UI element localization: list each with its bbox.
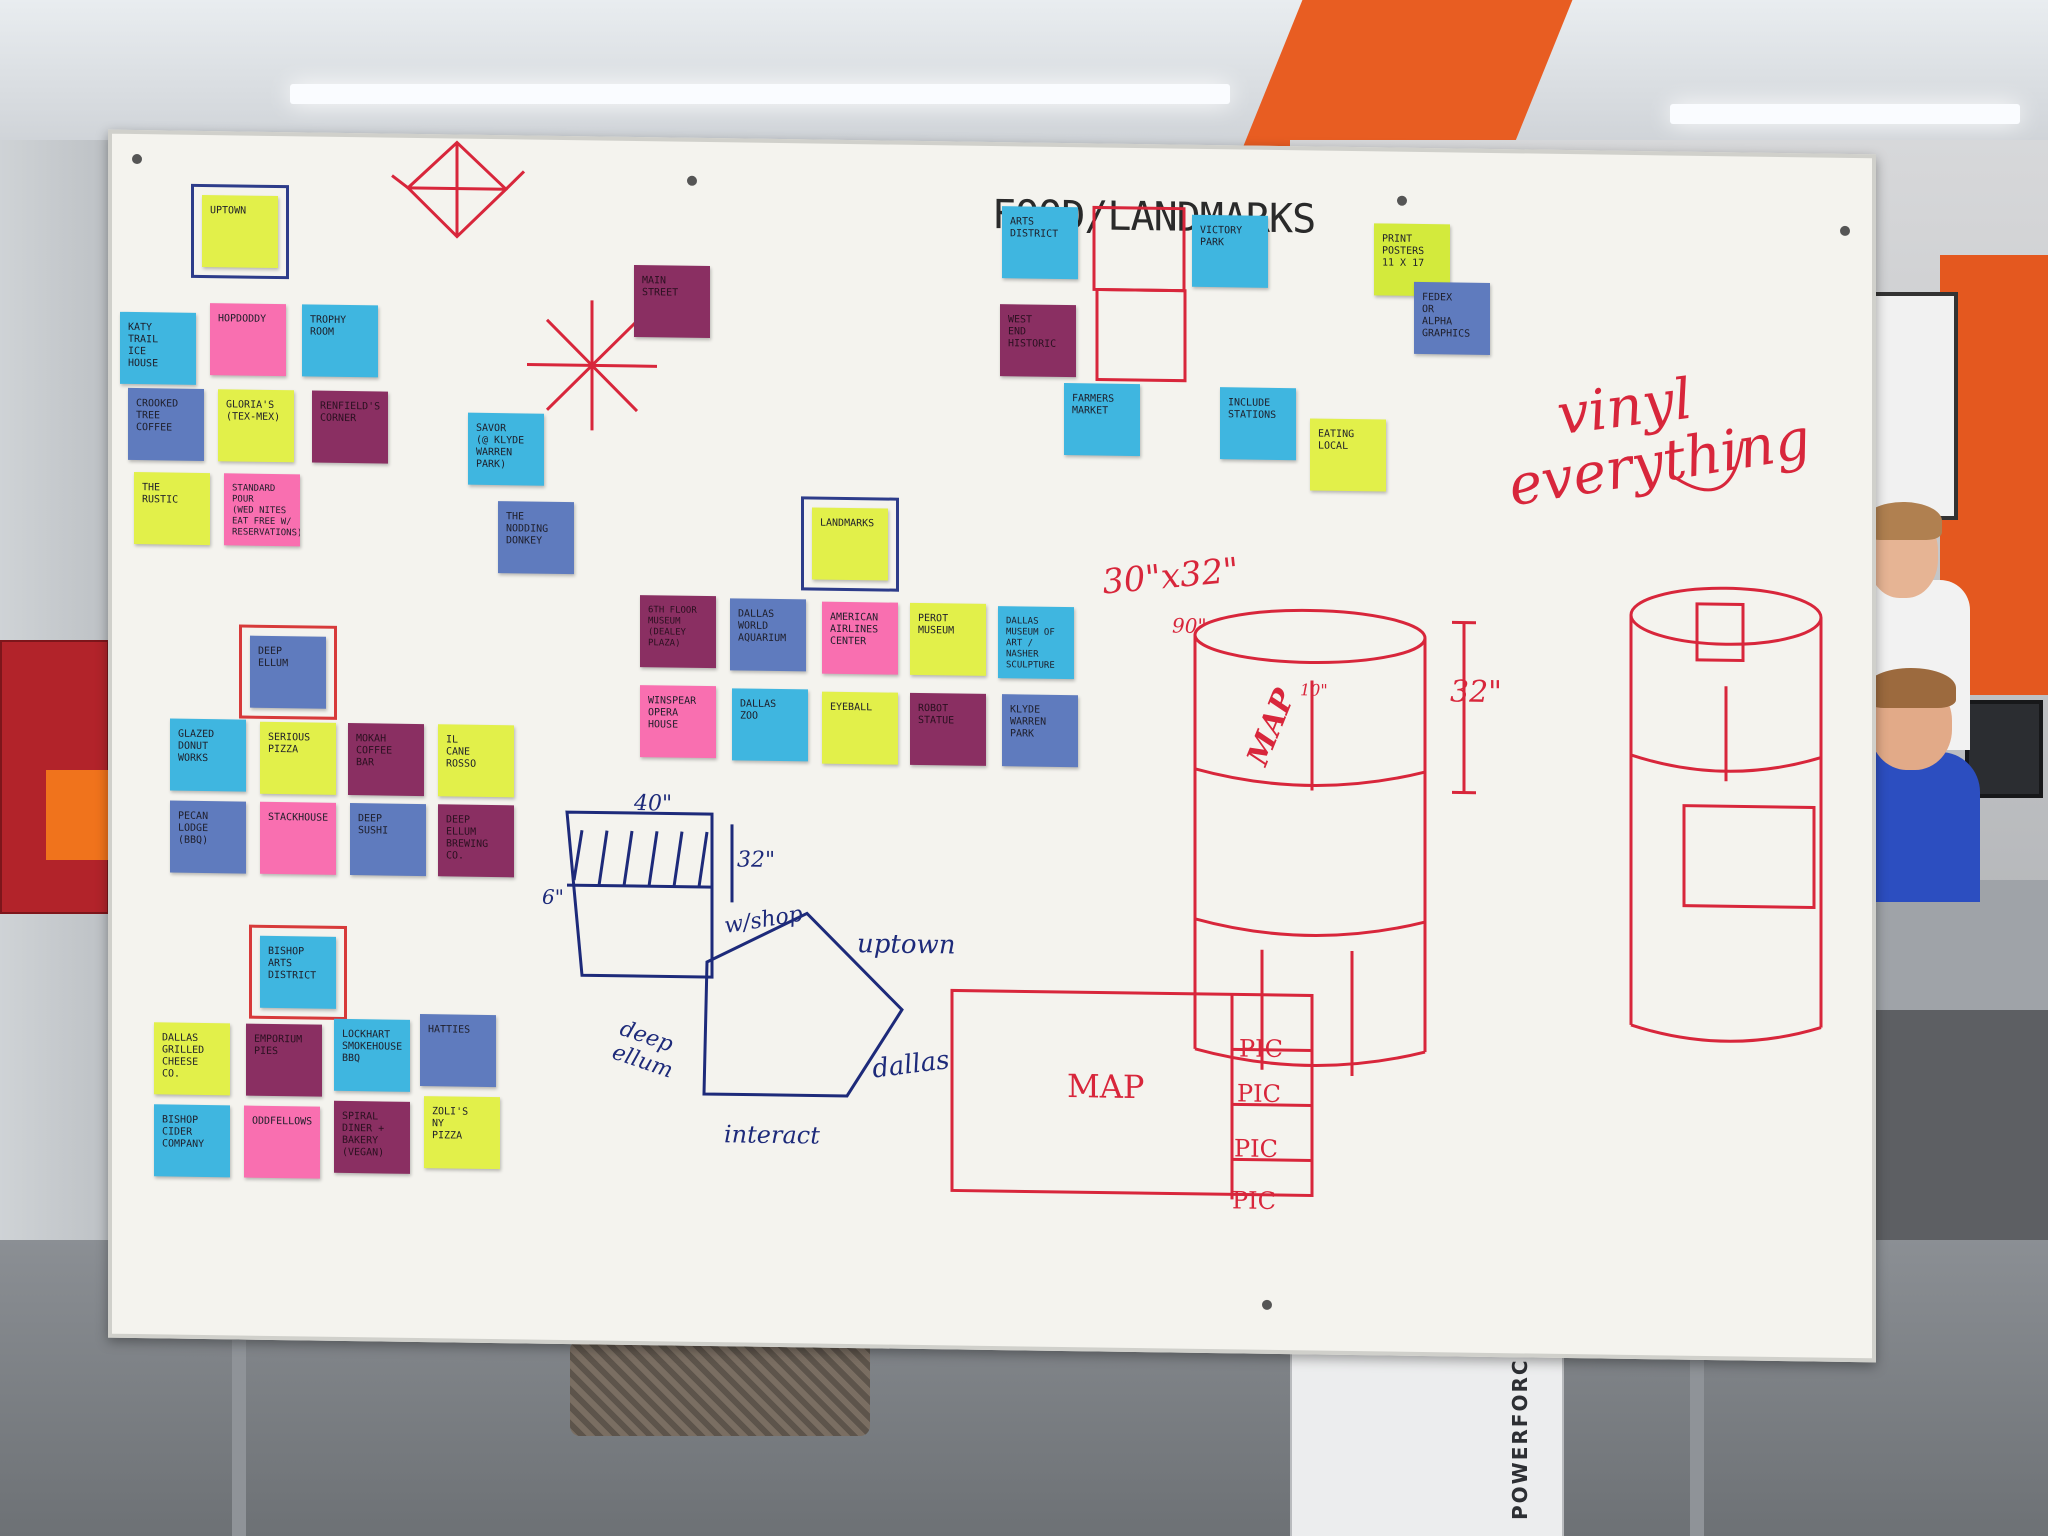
note-glazed-donut: GLAZED DONUT WORKS <box>170 718 246 792</box>
note-crooked-tree: CROOKED TREE COFFEE <box>128 387 204 461</box>
note-zolis: ZOLI'S NY PIZZA <box>424 1096 500 1170</box>
board-leg <box>232 1340 246 1536</box>
note-emporium-pies: EMPORIUM PIES <box>246 1023 322 1097</box>
marker-drawings <box>391 140 1823 1200</box>
note-bishop-arts: BISHOP ARTS DISTRICT <box>249 924 347 1021</box>
note-mokah: MOKAH COFFEE BAR <box>348 723 424 797</box>
whiteboard: FOOD/LANDMARKS vinyl everything 30"x32" … <box>108 129 1876 1363</box>
note-uptown: UPTOWN <box>191 183 289 280</box>
note-oddfellows: ODDFELLOWS <box>244 1105 320 1179</box>
note-winspear: WINSPEAR OPERA HOUSE <box>640 685 716 759</box>
note-bishop-cider: BISHOP CIDER COMPANY <box>154 1104 230 1178</box>
note-nodding-donkey: THE NODDING DONKEY <box>498 501 574 575</box>
note-landmarks: LANDMARKS <box>801 496 899 592</box>
note-deep-sushi: DEEP SUSHI <box>350 803 426 877</box>
note-grilled-cheese: DALLAS GRILLED CHEESE CO. <box>154 1022 230 1096</box>
note-pecan-lodge: PECAN LODGE (BBQ) <box>170 800 246 874</box>
note-trophy-room: TROPHY ROOM <box>302 304 378 378</box>
note-klyde-warren: KLYDE WARREN PARK <box>1002 694 1078 768</box>
chair <box>570 1340 870 1436</box>
note-victory-park: VICTORY PARK <box>1192 214 1268 288</box>
note-stackhouse: STACKHOUSE <box>260 801 336 875</box>
note-the-rustic: THE RUSTIC <box>134 472 210 546</box>
note-standard-pour: STANDARD POUR (WED NITES EAT FREE W/ RES… <box>224 473 300 547</box>
note-renfields: RENFIELD'S CORNER <box>312 390 388 464</box>
note-sixth-floor: 6TH FLOOR MUSEUM (DEALEY PLAZA) <box>640 595 716 669</box>
note-dallas-museum-art: DALLAS MUSEUM OF ART / NASHER SCULPTURE <box>998 606 1074 680</box>
note-main-street: MAIN STREET <box>634 265 710 339</box>
note-glorias: GLORIA'S (TEX-MEX) <box>218 389 294 463</box>
note-world-aquarium: DALLAS WORLD AQUARIUM <box>730 598 806 672</box>
note-dallas-zoo: DALLAS ZOO <box>732 688 808 762</box>
note-deep-ellum: DEEP ELLUM <box>239 624 337 720</box>
note-eyeball: EYEBALL <box>822 691 898 765</box>
note-eating-local: EATING LOCAL <box>1310 418 1386 492</box>
note-hopdoddy: HOPDODDY <box>210 303 286 377</box>
note-include-stations: INCLUDE STATIONS <box>1220 387 1296 461</box>
note-katy-trail: KATY TRAIL ICE HOUSE <box>120 311 196 385</box>
note-perot-museum: PEROT MUSEUM <box>910 602 986 676</box>
vacuum-brand: POWERFORCE <box>1508 1342 1532 1520</box>
note-spiral-diner: SPIRAL DINER + BAKERY (VEGAN) <box>334 1100 410 1174</box>
note-arts-district: ARTS DISTRICT <box>1002 206 1078 280</box>
note-savor: SAVOR (@ KLYDE WARREN PARK) <box>468 412 544 486</box>
note-deep-ellum-brewing: DEEP ELLUM BREWING CO. <box>438 804 514 878</box>
ceiling-light <box>1670 104 2020 124</box>
note-robot-statue: ROBOT STATUE <box>910 692 986 766</box>
board-leg <box>1690 1330 1704 1536</box>
note-il-cane-rosso: IL CANE ROSSO <box>438 724 514 798</box>
note-serious-pizza: SERIOUS PIZZA <box>260 721 336 795</box>
note-aa-center: AMERICAN AIRLINES CENTER <box>822 601 898 675</box>
ceiling-light <box>290 84 1230 104</box>
note-hatties: HATTIES <box>420 1014 496 1088</box>
note-fedex: FEDEX OR ALPHA GRAPHICS <box>1414 281 1490 355</box>
note-farmers-market: FARMERS MARKET <box>1064 383 1140 457</box>
note-lockhart: LOCKHART SMOKEHOUSE BBQ <box>334 1018 410 1092</box>
person-seated-hair <box>1866 668 1956 708</box>
note-west-end: WEST END HISTORIC <box>1000 304 1076 378</box>
person-standing-hair <box>1864 502 1942 540</box>
